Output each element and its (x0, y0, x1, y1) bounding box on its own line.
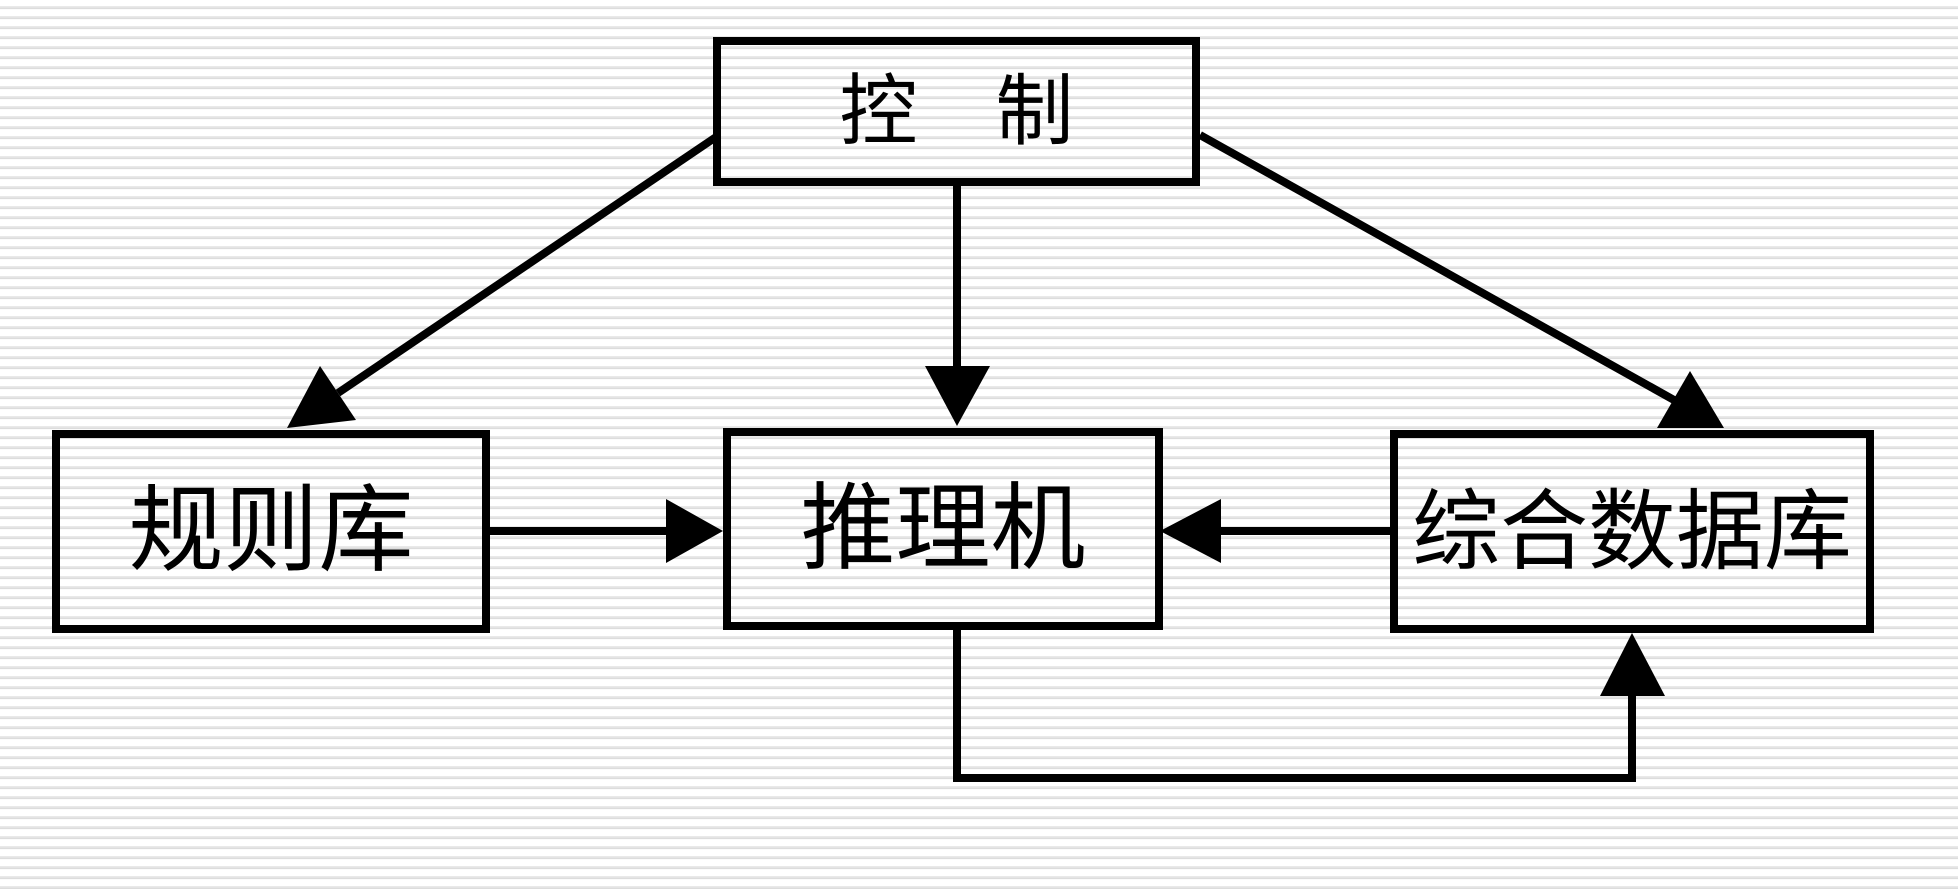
arrow-control-to-database-head-icon (1657, 371, 1724, 428)
node-control-label: 控 制 (839, 66, 1074, 157)
node-inference-engine-label: 推理机 (800, 473, 1086, 584)
arrow-inference-to-database-head-icon (1600, 633, 1665, 696)
node-inference-engine-box (723, 428, 1163, 630)
arrow-control-to-rule-base-head-icon (287, 366, 356, 428)
node-rule-base-box (52, 430, 490, 633)
arrow-inference-to-database-elbow-line (953, 626, 1636, 782)
node-database-label: 综合数据库 (1411, 479, 1852, 583)
arrow-control-to-database-line (1198, 131, 1676, 404)
arrow-control-to-rule-base-line (335, 133, 719, 397)
node-database-box (1390, 430, 1874, 633)
node-control-box (713, 37, 1200, 186)
arrow-database-to-inference-head-icon (1160, 499, 1221, 563)
arrow-rule-base-to-inference-head-icon (666, 499, 723, 563)
node-rule-base-label: 规则库 (128, 476, 414, 586)
arrow-control-to-inference-head-icon (925, 366, 990, 426)
